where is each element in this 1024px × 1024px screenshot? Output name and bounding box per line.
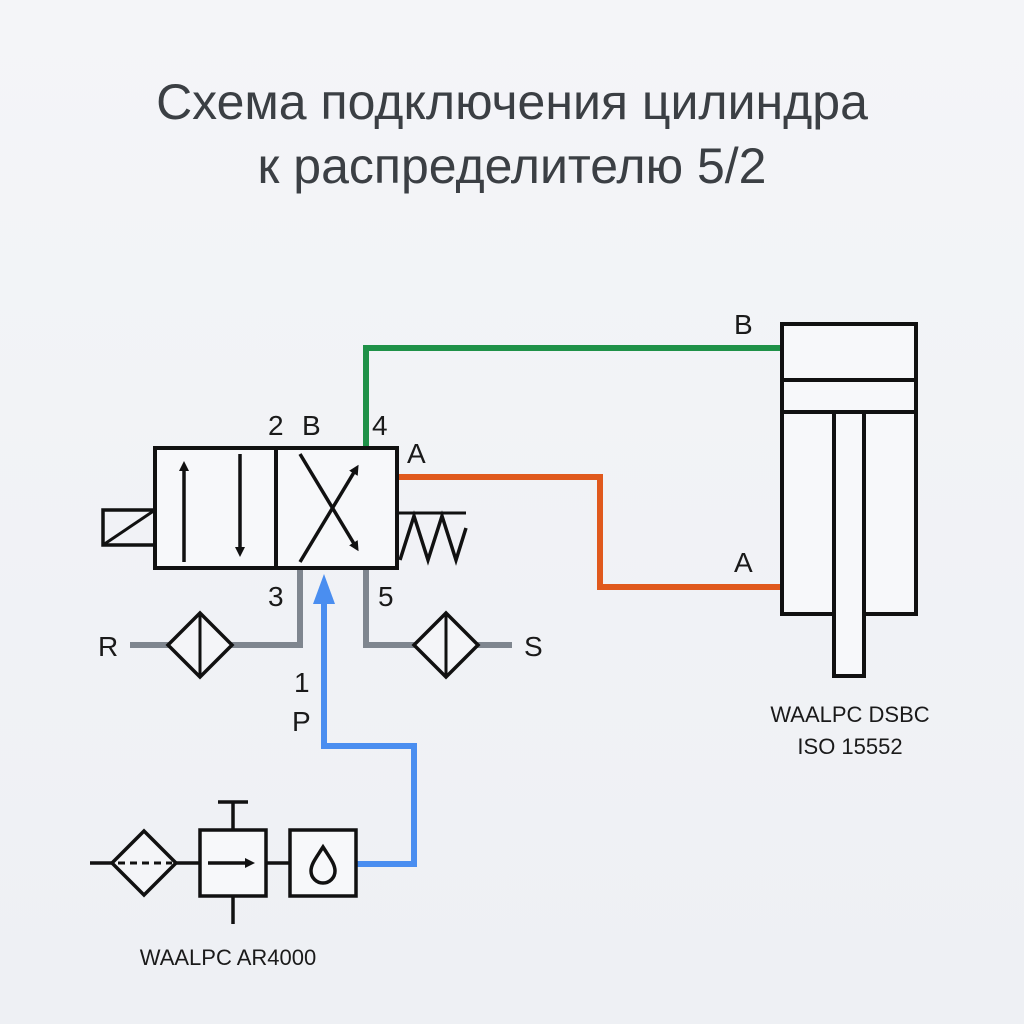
port-3-label: 3 [268, 581, 284, 612]
piston-rod [832, 410, 866, 678]
lubricator-icon [288, 828, 358, 898]
cylinder-port-a-label: A [734, 547, 753, 578]
page-title: Схема подключения цилиндра к распределит… [0, 70, 1024, 198]
supply-arrow-icon [313, 574, 335, 604]
line-p-blue [321, 590, 417, 867]
valve-5-2 [101, 446, 468, 570]
port-b-label: B [302, 410, 321, 441]
filter-icon [109, 828, 179, 898]
cylinder-model-label: WAALPC DSBC [770, 702, 929, 727]
title-line-1: Схема подключения цилиндра [156, 74, 868, 130]
port-p-label: P [292, 706, 311, 737]
frl-unit [90, 800, 358, 924]
frl-model-label: WAALPC AR4000 [140, 945, 317, 970]
cylinder-standard-label: ISO 15552 [797, 734, 902, 759]
cylinder [780, 322, 918, 678]
silencer-r-icon [165, 610, 235, 680]
port-a-label: A [407, 438, 426, 469]
spring-icon [397, 510, 468, 566]
port-2-label: 2 [268, 410, 284, 441]
exhaust-s-label: S [524, 631, 543, 662]
title-line-2: к распределителю 5/2 [257, 138, 767, 194]
line-a-orange [397, 474, 782, 590]
port-1-label: 1 [294, 667, 310, 698]
port-4-label: 4 [372, 410, 388, 441]
silencer-s-icon [411, 610, 481, 680]
regulator-icon [198, 800, 268, 924]
exhaust-r-label: R [98, 631, 118, 662]
line-b-green [363, 345, 782, 448]
port-5-label: 5 [378, 581, 394, 612]
cylinder-port-b-label: B [734, 309, 753, 340]
